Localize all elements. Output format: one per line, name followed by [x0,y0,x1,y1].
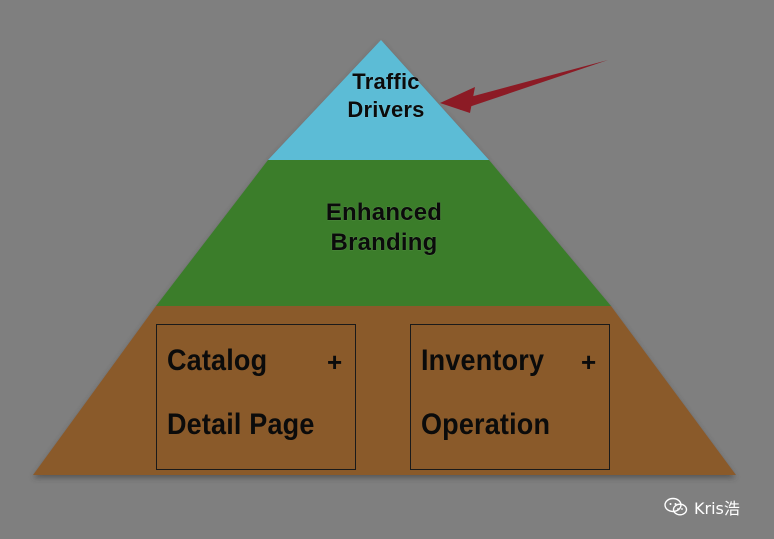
pointer-arrow [440,60,608,113]
catalog-label: Catalog [167,344,268,377]
catalog-plus-sign: + [327,347,343,377]
top-tier-label-line2: Drivers [347,97,425,122]
top-tier-label-line1: Traffic [352,69,420,94]
middle-tier-label-line1: Enhanced [325,199,443,226]
inventory-operation-box: Inventory + Operation [410,324,610,470]
detail-page-label: Detail Page [167,408,315,441]
middle-tier [156,160,611,306]
watermark-text: Kris浩 [694,499,740,518]
catalog-detail-page-box: Catalog + Detail Page [156,324,356,470]
top-tier [268,40,489,160]
bottom-tier [33,306,736,475]
inventory-plus-sign: + [581,347,597,377]
inventory-label: Inventory [421,344,545,377]
watermark: Kris浩 [664,496,740,518]
operation-label: Operation [421,408,551,441]
wechat-icon [664,497,688,516]
middle-tier-label-line2: Branding [330,229,438,256]
